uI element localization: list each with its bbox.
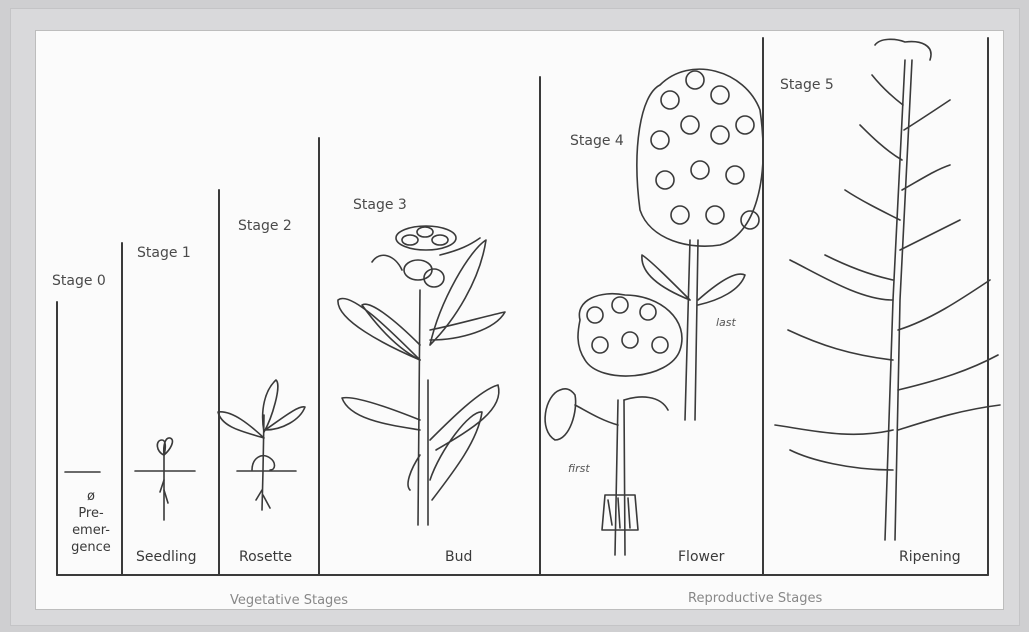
- stage-5-label: Stage 5: [780, 77, 834, 93]
- stage-0-name-line-3: emer-: [62, 522, 120, 539]
- first-flower-annotation: first: [568, 462, 590, 475]
- stage-0-name-line-4: gence: [62, 539, 120, 556]
- stage-0-name-line-1: ø: [62, 488, 120, 505]
- stage-2-label: Stage 2: [238, 218, 292, 234]
- stage-0-name-line-2: Pre-: [62, 505, 120, 522]
- stage-1-label: Stage 1: [137, 245, 191, 261]
- rosette-drawing: [218, 380, 305, 510]
- reproductive-stages-label: Reproductive Stages: [688, 591, 822, 606]
- stage-3-name: Bud: [445, 549, 472, 565]
- bud-plant-drawing: [338, 226, 505, 525]
- stage-4-name: Flower: [678, 549, 724, 565]
- ripening-plant-drawing: [775, 39, 1000, 540]
- stage-dividers: [57, 38, 988, 575]
- stage-3-label: Stage 3: [353, 197, 407, 213]
- last-flower-annotation: last: [716, 316, 736, 329]
- stage-4-label: Stage 4: [570, 133, 624, 149]
- vegetative-stages-label: Vegetative Stages: [230, 593, 348, 608]
- stage-0-name: ø Pre- emer- gence: [62, 488, 120, 556]
- stage-0-label: Stage 0: [52, 273, 106, 289]
- stage-5-name: Ripening: [899, 549, 961, 565]
- stage-1-name: Seedling: [136, 549, 197, 565]
- stage-2-name: Rosette: [239, 549, 292, 565]
- seedling-drawing: [135, 438, 195, 520]
